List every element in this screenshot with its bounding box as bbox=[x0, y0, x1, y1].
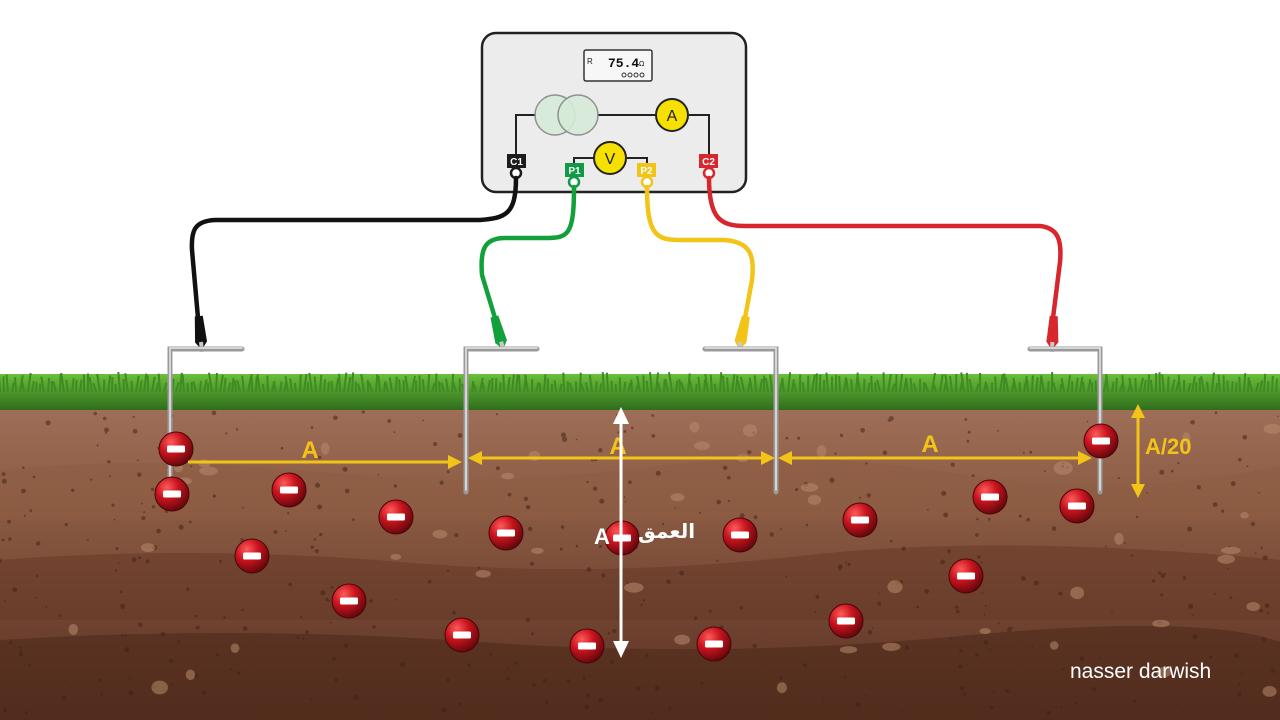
display-indicators bbox=[621, 72, 645, 78]
negative-charge bbox=[569, 628, 605, 664]
ammeter-symbol: A bbox=[667, 108, 678, 125]
terminal-c2-label: C2 bbox=[702, 157, 715, 168]
terminal-p1: P1 bbox=[565, 163, 584, 189]
terminal-p2-label: P2 bbox=[640, 166, 653, 177]
negative-charge bbox=[696, 626, 732, 662]
depth-caption-symbol: A bbox=[594, 524, 610, 549]
negative-charge bbox=[488, 515, 524, 551]
cable-p1 bbox=[479, 184, 577, 321]
depth-caption-arabic: العمق bbox=[638, 519, 695, 543]
terminal-c1: C1 bbox=[507, 154, 526, 180]
negative-charge bbox=[234, 538, 270, 574]
voltmeter-icon: V bbox=[593, 141, 627, 175]
resistivity-meter: R 75.4 Ω A V bbox=[480, 31, 748, 194]
negative-charges bbox=[154, 423, 1119, 664]
ammeter-icon: A bbox=[655, 98, 689, 132]
negative-charge bbox=[948, 558, 984, 594]
spacing-label-1: A bbox=[301, 437, 318, 464]
negative-charge bbox=[1083, 423, 1119, 459]
negative-charge bbox=[1059, 488, 1095, 524]
depth-arrow bbox=[613, 407, 629, 658]
negative-charge bbox=[722, 517, 758, 553]
negative-charge bbox=[154, 476, 190, 512]
current-source-icon bbox=[534, 94, 599, 136]
terminal-c2: C2 bbox=[699, 154, 718, 180]
negative-charge bbox=[972, 479, 1008, 515]
display-unit: Ω bbox=[639, 60, 645, 68]
terminal-c1-label: C1 bbox=[510, 157, 523, 168]
display-prefix: R bbox=[587, 57, 593, 66]
grass-strip bbox=[0, 371, 1280, 410]
negative-charge bbox=[444, 617, 480, 653]
cables bbox=[189, 175, 1063, 321]
cable-p2 bbox=[644, 184, 755, 321]
negative-charge bbox=[158, 431, 194, 467]
clips bbox=[194, 315, 1059, 353]
depth-label: A/20 bbox=[1145, 434, 1191, 459]
display-value: 75.4 bbox=[608, 56, 639, 71]
meter-display: R 75.4 Ω bbox=[583, 49, 653, 82]
negative-charge bbox=[828, 603, 864, 639]
terminal-p1-label: P1 bbox=[568, 166, 581, 177]
spacing-label-2: A bbox=[609, 433, 626, 460]
cable-c2 bbox=[706, 175, 1063, 321]
cable-c1 bbox=[189, 175, 519, 321]
negative-charge bbox=[378, 499, 414, 535]
spacing-label-3: A bbox=[921, 431, 938, 458]
negative-charge bbox=[842, 502, 878, 538]
voltmeter-symbol: V bbox=[605, 151, 616, 168]
watermark: nasser darwish bbox=[1070, 660, 1211, 683]
negative-charge bbox=[331, 583, 367, 619]
negative-charge bbox=[271, 472, 307, 508]
